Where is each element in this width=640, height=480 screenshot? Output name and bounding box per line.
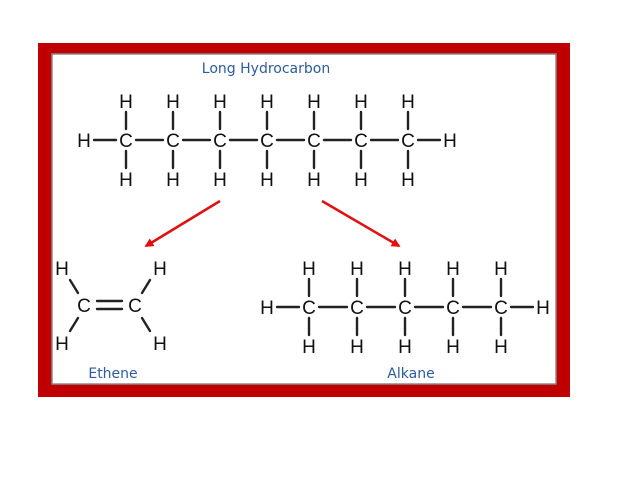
long-hydrocarbon-hydrogen-top-5: H bbox=[307, 92, 321, 113]
long-hydrocarbon-hydrogen-top-4: H bbox=[260, 92, 274, 113]
ethene-carbon-1: C bbox=[77, 296, 91, 317]
label-alkane: Alkane bbox=[387, 366, 434, 382]
long-hydrocarbon-hydrogen-top-6: H bbox=[354, 92, 368, 113]
alkane-hydrogen-top-1: H bbox=[302, 259, 316, 280]
inner-frame-panel bbox=[51, 53, 557, 385]
long-hydrocarbon-hydrogen-right: H bbox=[443, 131, 457, 152]
alkane-hydrogen-right: H bbox=[536, 298, 550, 319]
alkane-hydrogen-left: H bbox=[260, 298, 274, 319]
ethene-bond-top-left bbox=[68, 278, 80, 295]
alkane-hydrogen-bottom-5: H bbox=[494, 337, 508, 358]
long-hydrocarbon-carbon-3: C bbox=[213, 131, 227, 152]
long-hydrocarbon-hydrogen-bottom-2: H bbox=[166, 170, 180, 191]
alkane-carbon-2: C bbox=[350, 298, 364, 319]
ethene-hydrogen-top-left: H bbox=[55, 259, 69, 280]
alkane-hydrogen-bottom-2: H bbox=[350, 337, 364, 358]
long-hydrocarbon-carbon-5: C bbox=[307, 131, 321, 152]
long-hydrocarbon-carbon-6: C bbox=[354, 131, 368, 152]
alkane-carbon-1: C bbox=[302, 298, 316, 319]
alkane-hydrogen-bottom-3: H bbox=[398, 337, 412, 358]
alkane-hydrogen-top-3: H bbox=[398, 259, 412, 280]
long-hydrocarbon-hydrogen-bottom-4: H bbox=[260, 170, 274, 191]
long-hydrocarbon-hydrogen-top-3: H bbox=[213, 92, 227, 113]
title-long-hydrocarbon: Long Hydrocarbon bbox=[202, 61, 330, 77]
alkane-carbon-4: C bbox=[446, 298, 460, 319]
alkane-carbon-3: C bbox=[398, 298, 412, 319]
long-hydrocarbon-carbon-2: C bbox=[166, 131, 180, 152]
arrow-to-alkane bbox=[321, 199, 401, 248]
long-hydrocarbon-carbon-4: C bbox=[260, 131, 274, 152]
long-hydrocarbon-carbon-7: C bbox=[401, 131, 415, 152]
arrow-to-ethene bbox=[144, 199, 221, 248]
alkane-hydrogen-top-5: H bbox=[494, 259, 508, 280]
long-hydrocarbon-hydrogen-top-1: H bbox=[119, 92, 133, 113]
label-ethene: Ethene bbox=[88, 366, 137, 382]
ethene-hydrogen-bottom-right: H bbox=[153, 334, 167, 355]
long-hydrocarbon-hydrogen-left: H bbox=[77, 131, 91, 152]
long-hydrocarbon-hydrogen-top-2: H bbox=[166, 92, 180, 113]
alkane-hydrogen-bottom-1: H bbox=[302, 337, 316, 358]
alkane-hydrogen-top-4: H bbox=[446, 259, 460, 280]
long-hydrocarbon-hydrogen-bottom-3: H bbox=[213, 170, 227, 191]
long-hydrocarbon-hydrogen-bottom-5: H bbox=[307, 170, 321, 191]
ethene-carbon-2: C bbox=[128, 296, 142, 317]
ethene-bond-bottom-left bbox=[68, 316, 80, 333]
alkane-hydrogen-top-2: H bbox=[350, 259, 364, 280]
alkane-carbon-5: C bbox=[494, 298, 508, 319]
ethene-bond-bottom-right bbox=[140, 316, 152, 333]
long-hydrocarbon-hydrogen-bottom-7: H bbox=[401, 170, 415, 191]
alkane-hydrogen-bottom-4: H bbox=[446, 337, 460, 358]
ethene-hydrogen-top-right: H bbox=[153, 259, 167, 280]
long-hydrocarbon-hydrogen-bottom-6: H bbox=[354, 170, 368, 191]
long-hydrocarbon-hydrogen-bottom-1: H bbox=[119, 170, 133, 191]
ethene-hydrogen-bottom-left: H bbox=[55, 334, 69, 355]
ethene-bond-top-right bbox=[140, 278, 152, 295]
long-hydrocarbon-carbon-1: C bbox=[119, 131, 133, 152]
long-hydrocarbon-hydrogen-top-7: H bbox=[401, 92, 415, 113]
